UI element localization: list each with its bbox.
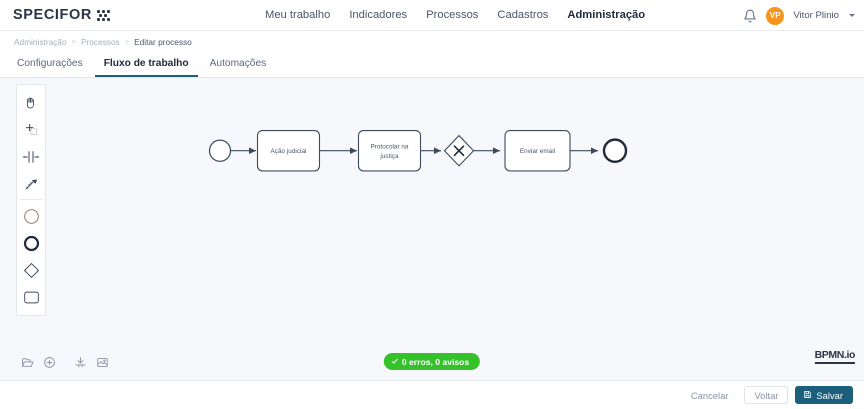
save-button-label: Salvar (816, 389, 843, 401)
bpmn-task-label-line2: justiça (379, 153, 399, 160)
nav-item-cadastros[interactable]: Cadastros (497, 9, 549, 21)
breadcrumb-separator: > (71, 37, 76, 46)
chevron-down-icon[interactable] (849, 14, 855, 17)
bpmn-task-enviar-email (504, 129, 571, 172)
canvas-tool-group (18, 353, 112, 372)
start-event-icon[interactable] (17, 203, 45, 230)
breadcrumb-separator: > (124, 37, 130, 46)
user-name[interactable]: Vitor Plinio (793, 10, 839, 21)
bpmn-palette (16, 84, 46, 316)
new-diagram-icon[interactable] (40, 353, 59, 372)
breadcrumb-item-current: Editar processo (134, 36, 192, 47)
tab-automacoes[interactable]: Automações (209, 58, 267, 69)
hand-tool-icon[interactable] (17, 89, 45, 116)
end-event-icon[interactable] (17, 230, 45, 257)
bpmn-task-acao-judicial (256, 129, 321, 172)
tab-configuracoes[interactable]: Configurações (17, 58, 83, 69)
bpmn-task-label: Enviar email (520, 148, 555, 155)
bell-icon[interactable] (743, 9, 757, 23)
space-tool-icon[interactable] (17, 143, 45, 170)
breadcrumb-item-administracao[interactable]: Administração (14, 36, 67, 47)
bpmn-task-label: Protocolar na (370, 144, 408, 151)
nav-item-processos[interactable]: Processos (426, 9, 479, 21)
top-right-actions: VP Vitor Plinio (743, 0, 855, 31)
bpmn-diagram: Ação judicial Protocolar na justiça Envi… (208, 129, 628, 172)
bpmn-start-event (208, 139, 232, 162)
cancel-button[interactable]: Cancelar (690, 389, 729, 401)
footer-action-bar: Cancelar Voltar Salvar (0, 380, 864, 409)
export-image-icon[interactable] (93, 353, 112, 372)
nav-item-indicadores[interactable]: Indicadores (349, 9, 408, 21)
status-badge-label: 0 erros, 0 avisos (401, 356, 470, 367)
download-bpmn-icon[interactable] (71, 353, 90, 372)
specifor-dots-logo-icon (96, 9, 112, 22)
gateway-icon[interactable] (17, 257, 45, 284)
palette-separator (20, 199, 42, 200)
nav-item-administracao[interactable]: Administração (567, 9, 646, 21)
task-icon[interactable] (17, 284, 45, 311)
open-folder-icon[interactable] (18, 353, 37, 372)
bpmn-canvas[interactable]: Ação judicial Protocolar na justiça Envi… (0, 78, 864, 380)
tab-bar: Configurações Fluxo de trabalho Automaçõ… (0, 52, 864, 78)
back-button[interactable]: Voltar (744, 386, 789, 404)
global-connect-tool-icon[interactable] (17, 170, 45, 197)
tab-fluxo-de-trabalho[interactable]: Fluxo de trabalho (94, 58, 198, 77)
bpmn-exclusive-gateway (443, 134, 475, 167)
status-badge: 0 erros, 0 avisos (383, 353, 481, 370)
bpmn-task-label: Ação judicial (271, 148, 307, 155)
breadcrumb-item-processos[interactable]: Processos (80, 36, 120, 47)
floppy-disk-icon (803, 390, 812, 401)
brand-logo[interactable]: SPECIFOR (0, 7, 112, 23)
top-navigation-bar: SPECIFOR Meu trabalho Indicadores Proces… (0, 0, 864, 31)
breadcrumb: Administração > Processos > Editar proce… (0, 31, 864, 52)
bpmn-task-protocolar-na-justica (357, 129, 422, 172)
check-icon (391, 357, 398, 364)
lasso-tool-icon[interactable] (17, 116, 45, 143)
brand-name: SPECIFOR (13, 7, 92, 23)
main-nav: Meu trabalho Indicadores Processos Cadas… (265, 0, 645, 31)
nav-item-meu-trabalho[interactable]: Meu trabalho (265, 9, 331, 21)
bpmnio-credit-logo[interactable]: BPMN.io (814, 350, 855, 364)
save-button[interactable]: Salvar (795, 386, 853, 404)
avatar[interactable]: VP (766, 6, 785, 25)
bpmn-end-event (602, 138, 628, 164)
